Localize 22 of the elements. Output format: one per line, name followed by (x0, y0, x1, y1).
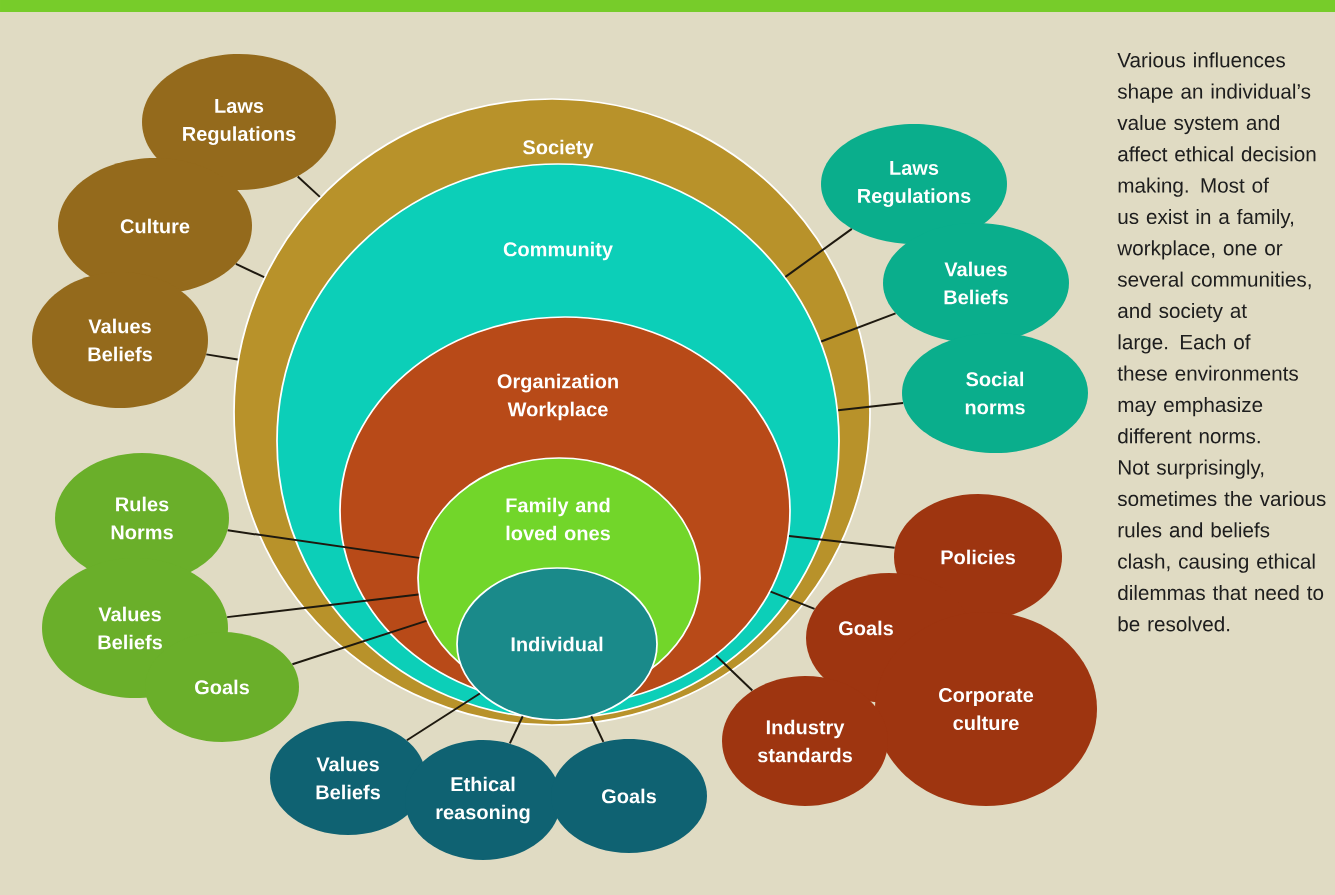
connector-line (784, 227, 853, 278)
node-label: Policies (941, 549, 1015, 565)
connector-line (715, 654, 754, 692)
connector-line (788, 534, 896, 549)
node-label: Values Beliefs (88, 318, 152, 362)
connector-line (291, 619, 428, 666)
connector-line (405, 692, 481, 742)
node-label: Values Beliefs (316, 756, 380, 800)
connector-line (226, 593, 420, 619)
connector-line (590, 715, 605, 743)
connector-line (820, 312, 897, 343)
connector-line (837, 402, 905, 412)
node-label: Values Beliefs (944, 261, 1008, 305)
connector-line (205, 353, 239, 361)
description-text: Various influences shape an individual’s value system and affect ethical decision making. Most of us exist in a family, workplace, one or several communities, and society at large. Each of these environments may emphasize different norms. Not surprisingly, sometimes the various rules and beliefs clash, causing ethical dilemmas that need to be resolved. (1117, 52, 1326, 632)
connector-line (234, 262, 266, 279)
node-label: Ethical reasoning (436, 776, 530, 824)
connector-line (508, 715, 524, 745)
connector-line (226, 529, 421, 559)
connector-line (296, 175, 321, 198)
node-label: Culture (120, 218, 190, 234)
node-label: Rules Norms (111, 496, 173, 540)
